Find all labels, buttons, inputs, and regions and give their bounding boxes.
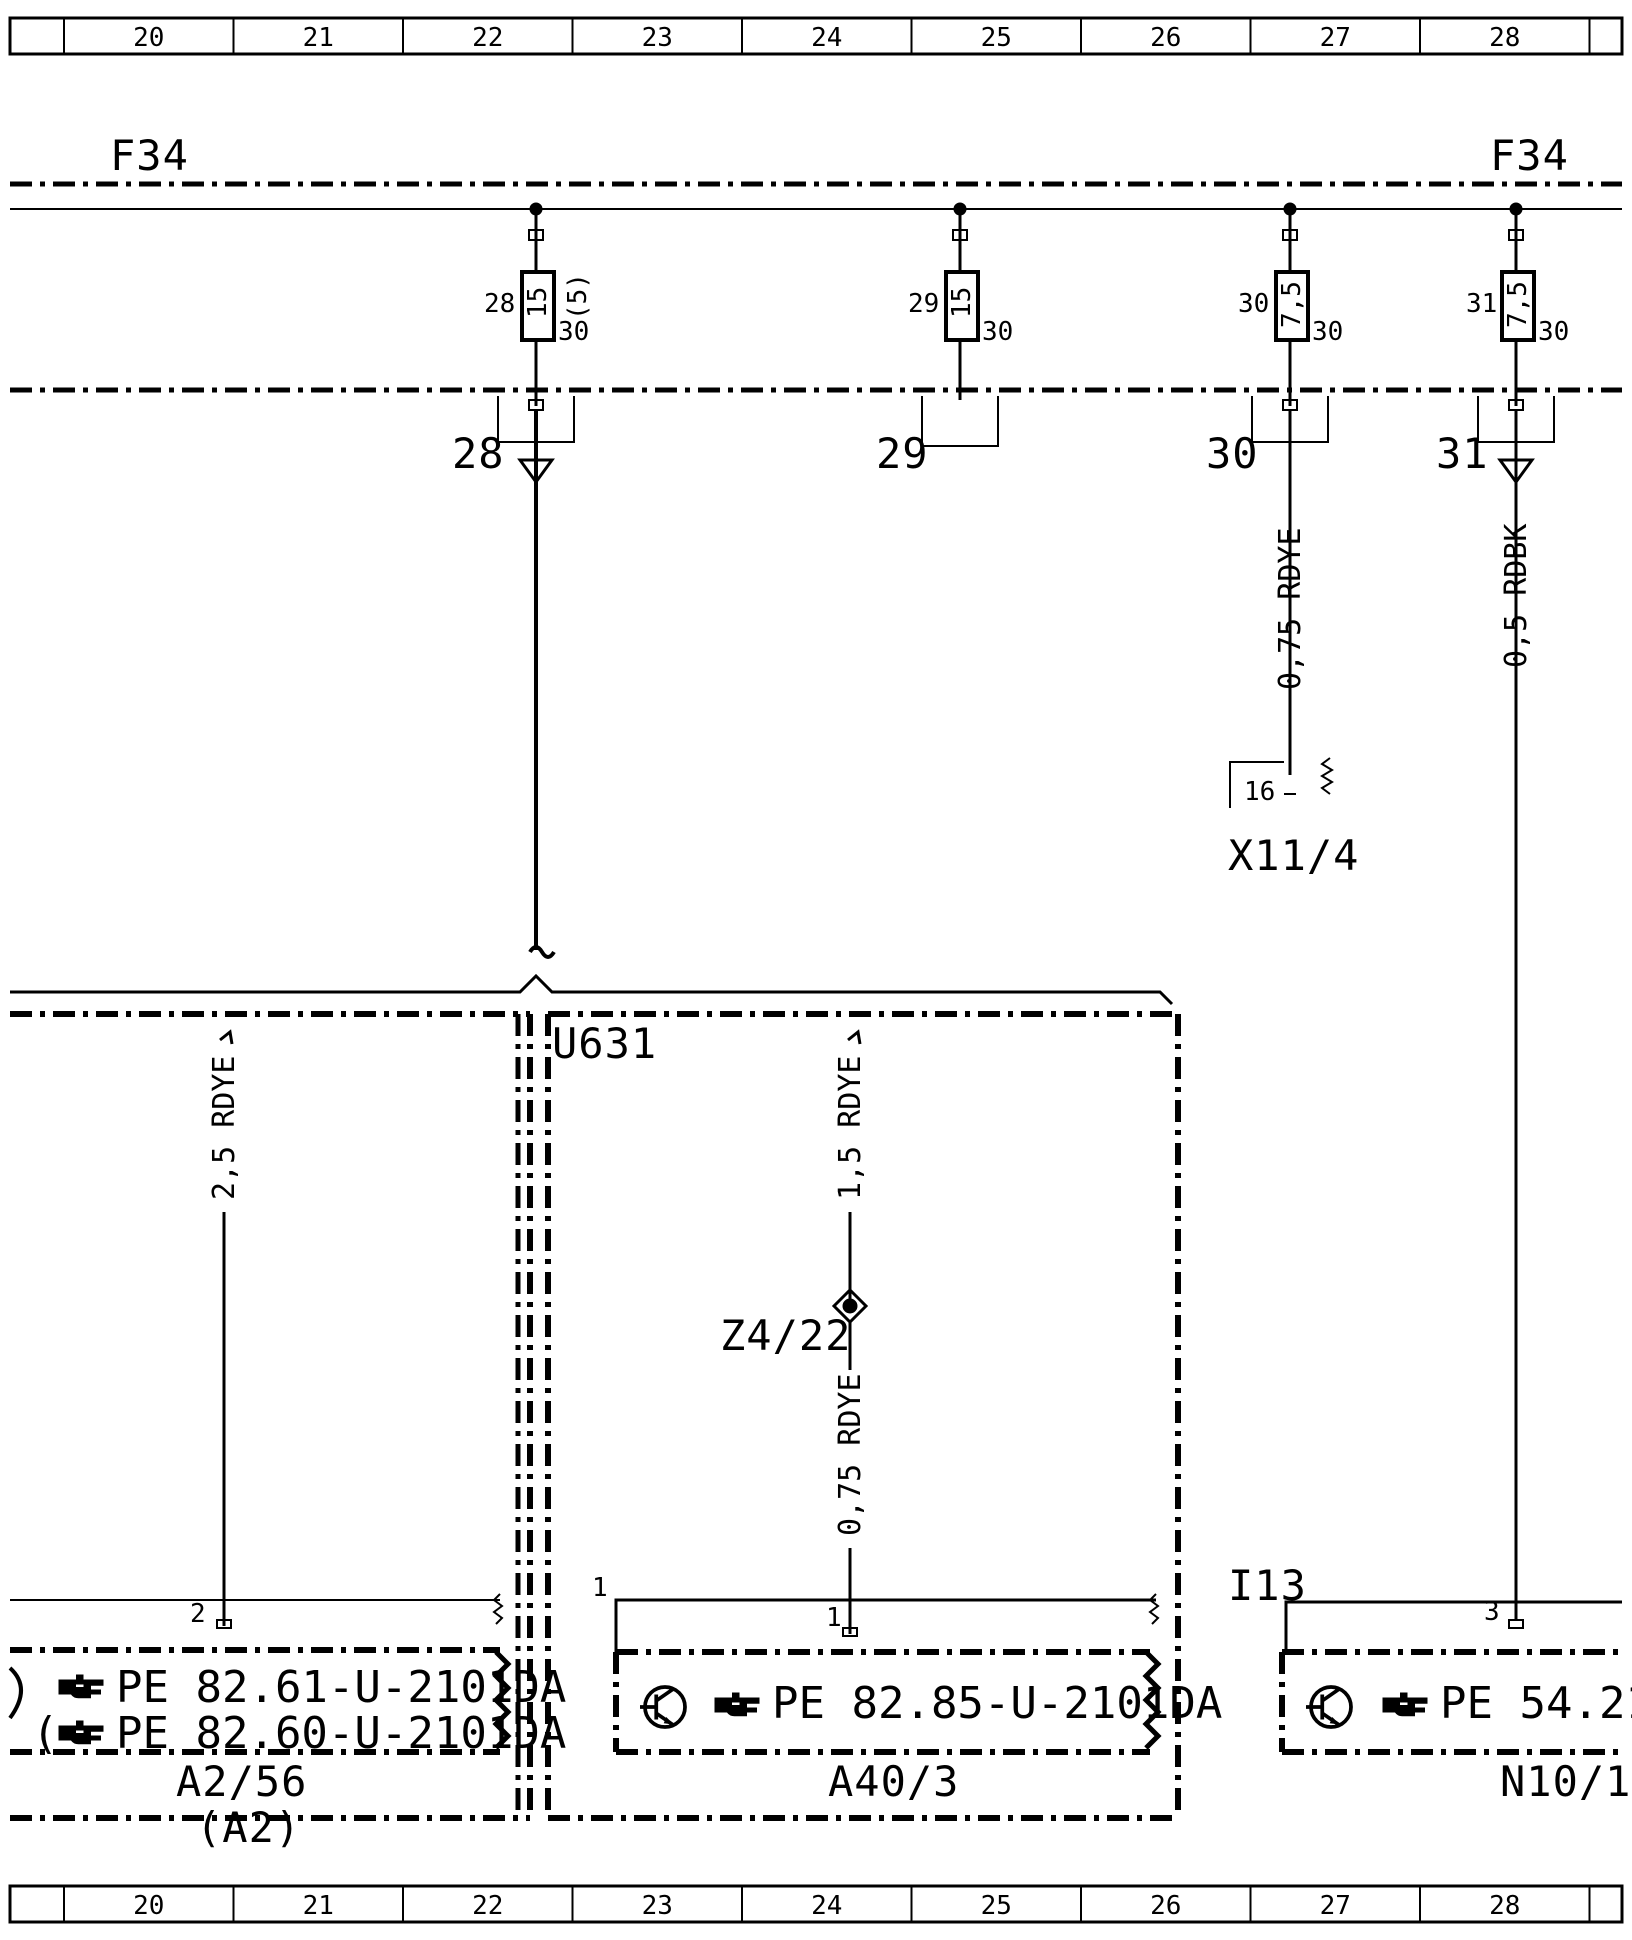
a40-pin: 1 xyxy=(826,1603,842,1633)
u631-bracket xyxy=(10,945,1174,1006)
wire-30-label: 0,75 RDYE xyxy=(1273,527,1308,690)
ruler-column-24: 24 xyxy=(811,1891,842,1921)
fuse-31[interactable] xyxy=(1477,202,1555,1620)
a2-sub: (A2) xyxy=(196,1803,301,1852)
n10-pin: 3 xyxy=(1484,1597,1500,1627)
ruler-column-25: 25 xyxy=(981,1891,1012,1921)
wire-a2 xyxy=(10,1029,504,1629)
n10-ref: PE 54.21 xyxy=(1440,1678,1632,1729)
ruler-column-22: 22 xyxy=(472,23,503,53)
fuse-31-terminal: 30 xyxy=(1538,317,1569,347)
fuse-28[interactable] xyxy=(497,202,575,950)
a2-component-box[interactable] xyxy=(8,1647,512,1755)
wire-a2-label: 2,5 RDYE xyxy=(207,1056,242,1201)
fuse-29-terminal: 30 xyxy=(982,317,1013,347)
ruler-column-25: 25 xyxy=(981,23,1012,53)
fuse-30-number: 30 xyxy=(1238,289,1269,319)
a2-ref-2: PE 82.60-U-2101DA xyxy=(116,1708,566,1759)
a40-ref: PE 82.85-U-2101DA xyxy=(772,1678,1222,1729)
a2-name: A2/56 xyxy=(176,1757,307,1806)
wire-31-label: 0,5 RDBK xyxy=(1499,524,1534,669)
u631-box xyxy=(10,1011,1181,1821)
ruler-column-23: 23 xyxy=(642,23,673,53)
a40-pos: 1 xyxy=(592,1573,608,1603)
n10-connector xyxy=(1284,1600,1622,1652)
pointing-hand-icon xyxy=(58,1674,104,1699)
fuse-29[interactable] xyxy=(921,202,999,447)
n10-component-box[interactable] xyxy=(1279,1649,1622,1755)
ruler-column-21: 21 xyxy=(303,23,334,53)
ruler-column-28: 28 xyxy=(1489,23,1520,53)
ruler-column-26: 26 xyxy=(1150,1891,1181,1921)
fuse-box-f34 xyxy=(10,181,1622,393)
splice-label: Z4/22 xyxy=(720,1311,851,1360)
ruler-column-20: 20 xyxy=(133,23,164,53)
fuse-28-terminal: 30 xyxy=(558,317,589,347)
ruler-column-21: 21 xyxy=(303,1891,334,1921)
ruler-frame xyxy=(8,16,1624,56)
wire-a40-top-label: 1,5 RDYE xyxy=(833,1056,868,1201)
wire-a40 xyxy=(614,1029,1160,1654)
fuse-29-output: 29 xyxy=(876,429,929,478)
u631-label: U631 xyxy=(552,1019,657,1068)
column-ruler-bottom: 20 21 22 23 24 25 26 27 28 xyxy=(8,1884,1624,1924)
a2-pin: 2 xyxy=(190,1599,206,1629)
a2-ref-paren: ( xyxy=(32,1708,59,1759)
fuse-31-output: 31 xyxy=(1436,429,1489,478)
wire-a40-bottom-label: 0,75 RDYE xyxy=(833,1373,868,1536)
transistor-icon xyxy=(640,1685,687,1729)
fuse-29-number: 29 xyxy=(908,289,939,319)
fuse-30-terminal: 30 xyxy=(1312,317,1343,347)
a2-ref-1: PE 82.61-U-2101DA xyxy=(116,1662,566,1713)
ruler-frame xyxy=(8,1884,1624,1924)
fuse-30-output: 30 xyxy=(1206,429,1259,478)
fuse-box-label-right: F34 xyxy=(1490,131,1569,180)
fuse-31-number: 31 xyxy=(1466,289,1497,319)
transistor-icon xyxy=(1306,1685,1353,1729)
pointing-hand-icon xyxy=(1382,1692,1428,1717)
ruler-column-27: 27 xyxy=(1320,23,1351,53)
ruler-column-22: 22 xyxy=(472,1891,503,1921)
n10-pos: I13 xyxy=(1228,1561,1307,1610)
fuse-box-label-left: F34 xyxy=(110,131,189,180)
pointing-hand-icon xyxy=(58,1720,104,1745)
fuse-30-rating: 7,5 xyxy=(1277,281,1307,328)
fuse-28-rating: 15 xyxy=(523,287,553,318)
n10-name: N10/1 xyxy=(1500,1757,1631,1806)
column-ruler-top: 20 21 22 23 24 25 26 27 28 xyxy=(8,16,1624,56)
fuse-29-rating: 15 xyxy=(947,287,977,318)
fuse-31-rating: 7,5 xyxy=(1503,281,1533,328)
ruler-column-23: 23 xyxy=(642,1891,673,1921)
a40-name: A40/3 xyxy=(828,1757,959,1806)
x11-name: X11/4 xyxy=(1228,831,1359,880)
x11-pin: 16 xyxy=(1244,777,1275,807)
ruler-column-20: 20 xyxy=(133,1891,164,1921)
ruler-column-26: 26 xyxy=(1150,23,1181,53)
ruler-column-28: 28 xyxy=(1489,1891,1520,1921)
ruler-column-27: 27 xyxy=(1320,1891,1351,1921)
fuse-28-extra: (5) xyxy=(563,273,593,320)
fuse-28-number: 28 xyxy=(484,289,515,319)
ruler-column-24: 24 xyxy=(811,23,842,53)
pointing-hand-icon xyxy=(714,1692,760,1717)
a40-component-box[interactable] xyxy=(613,1649,1162,1755)
fuse-30[interactable] xyxy=(1229,202,1334,808)
fuse-28-output: 28 xyxy=(452,429,505,478)
